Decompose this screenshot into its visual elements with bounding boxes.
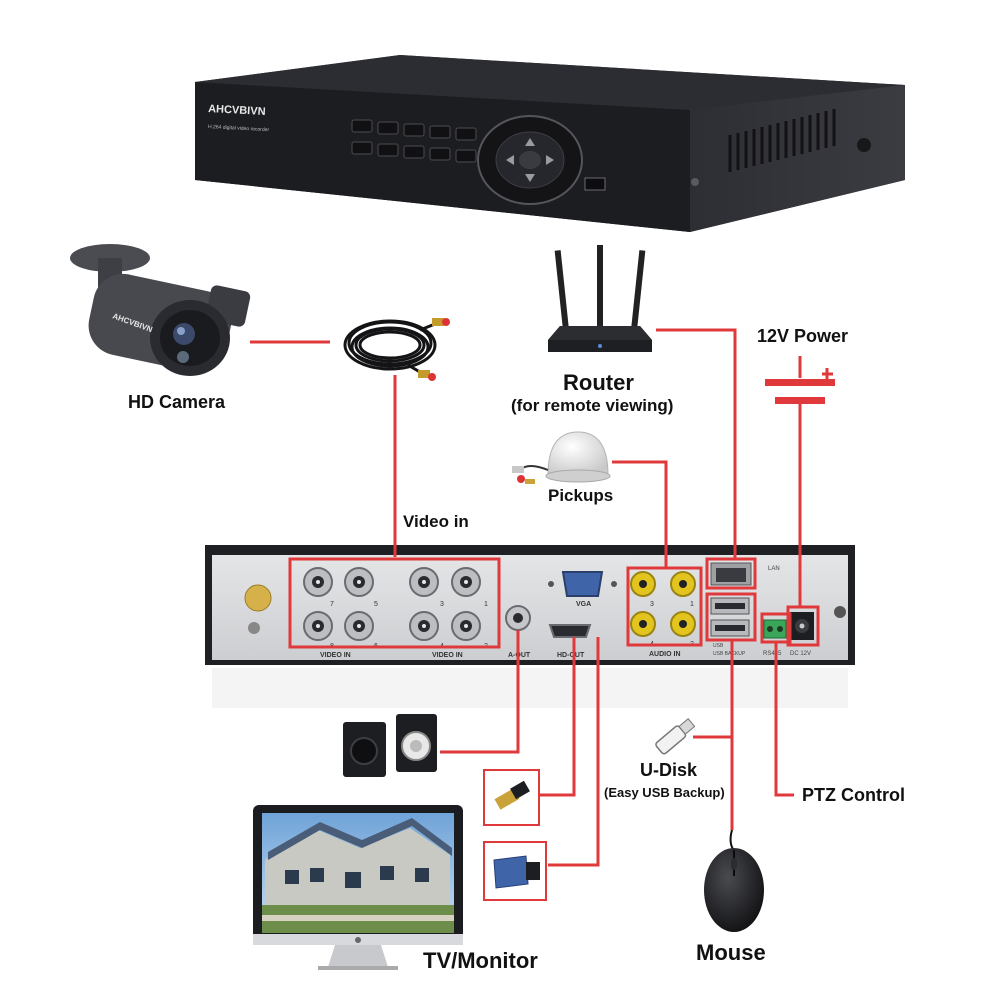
power-symbol — [765, 356, 835, 432]
bnc-plug-gold — [418, 370, 430, 378]
power-label: 12V Power — [757, 326, 849, 346]
hd-camera-label: HD Camera — [128, 392, 226, 412]
usb-flash-drive — [655, 718, 696, 755]
tv-monitor-label: TV/Monitor — [423, 948, 538, 973]
connector-lines — [250, 328, 802, 867]
dvr-front-unit: AHCVBIVN H.264 digital video recorder — [195, 55, 905, 232]
ptz-label: PTZ Control — [802, 785, 905, 805]
audio-in-group[interactable]: 3 1 4 2 — [630, 571, 696, 648]
router — [548, 245, 652, 352]
svg-text:1: 1 — [484, 601, 488, 608]
rs485-terminal[interactable] — [763, 619, 787, 639]
tv-monitor — [253, 805, 463, 970]
mouse — [704, 829, 764, 932]
vga-cable — [483, 841, 547, 901]
hdmi-port[interactable] — [548, 624, 592, 638]
svg-text:5: 5 — [374, 601, 378, 608]
router-label: Router — [563, 370, 634, 395]
speakers — [343, 714, 437, 777]
bnc-cable-coil — [343, 319, 441, 377]
pickup-microphone — [512, 431, 611, 484]
svg-text:3: 3 — [440, 601, 444, 608]
audio-in-label: AUDIO IN — [649, 651, 681, 658]
svg-text:1: 1 — [690, 601, 694, 608]
router-sublabel: (for remote viewing) — [511, 396, 674, 415]
svg-text:3: 3 — [650, 601, 654, 608]
video-in-right-label: VIDEO IN — [432, 652, 463, 659]
dc-label: DC 12V — [790, 651, 811, 657]
screw-icon — [691, 178, 699, 186]
navigation-dial[interactable] — [477, 115, 583, 205]
vent-slots — [728, 109, 836, 172]
u-disk-label: U-Disk — [640, 760, 698, 780]
vga-port[interactable] — [561, 571, 604, 597]
highlight-boxes — [288, 557, 820, 649]
screw-icon — [857, 138, 871, 152]
bnc-plug-gold — [432, 318, 444, 326]
u-disk-sublabel: (Easy USB Backup) — [604, 785, 725, 800]
bnc-connector-group[interactable]: 7 5 8 6 3 1 4 2 — [303, 567, 488, 650]
vga-label: VGA — [576, 601, 591, 608]
front-subtitle: H.264 digital video recorder — [208, 124, 270, 133]
video-in-label: Video in — [403, 512, 469, 531]
usb-mouse-label: USB — [713, 643, 724, 649]
hd-camera: AHCVBIVN — [70, 244, 251, 376]
pickups-label: Pickups — [548, 486, 614, 505]
rs485-label: RS485 — [763, 651, 782, 657]
front-button-grid[interactable] — [351, 119, 477, 163]
usb-backup-label: USB BACKUP — [713, 651, 746, 657]
lan-label: LAN — [768, 566, 780, 572]
brand-logo: AHCVBIVN — [208, 103, 266, 118]
video-in-left-label: VIDEO IN — [320, 652, 351, 659]
screw-icon — [834, 606, 846, 618]
svg-text:7: 7 — [330, 601, 334, 608]
front-usb-port[interactable] — [584, 177, 606, 191]
dvr-rear-panel: 7 5 8 6 3 1 4 2 VIDEO IN VIDEO IN A-OUT … — [205, 545, 855, 708]
mouse-label: Mouse — [696, 940, 766, 965]
hdmi-cable — [483, 769, 540, 826]
hd-out-label: HD-OUT — [557, 652, 585, 659]
